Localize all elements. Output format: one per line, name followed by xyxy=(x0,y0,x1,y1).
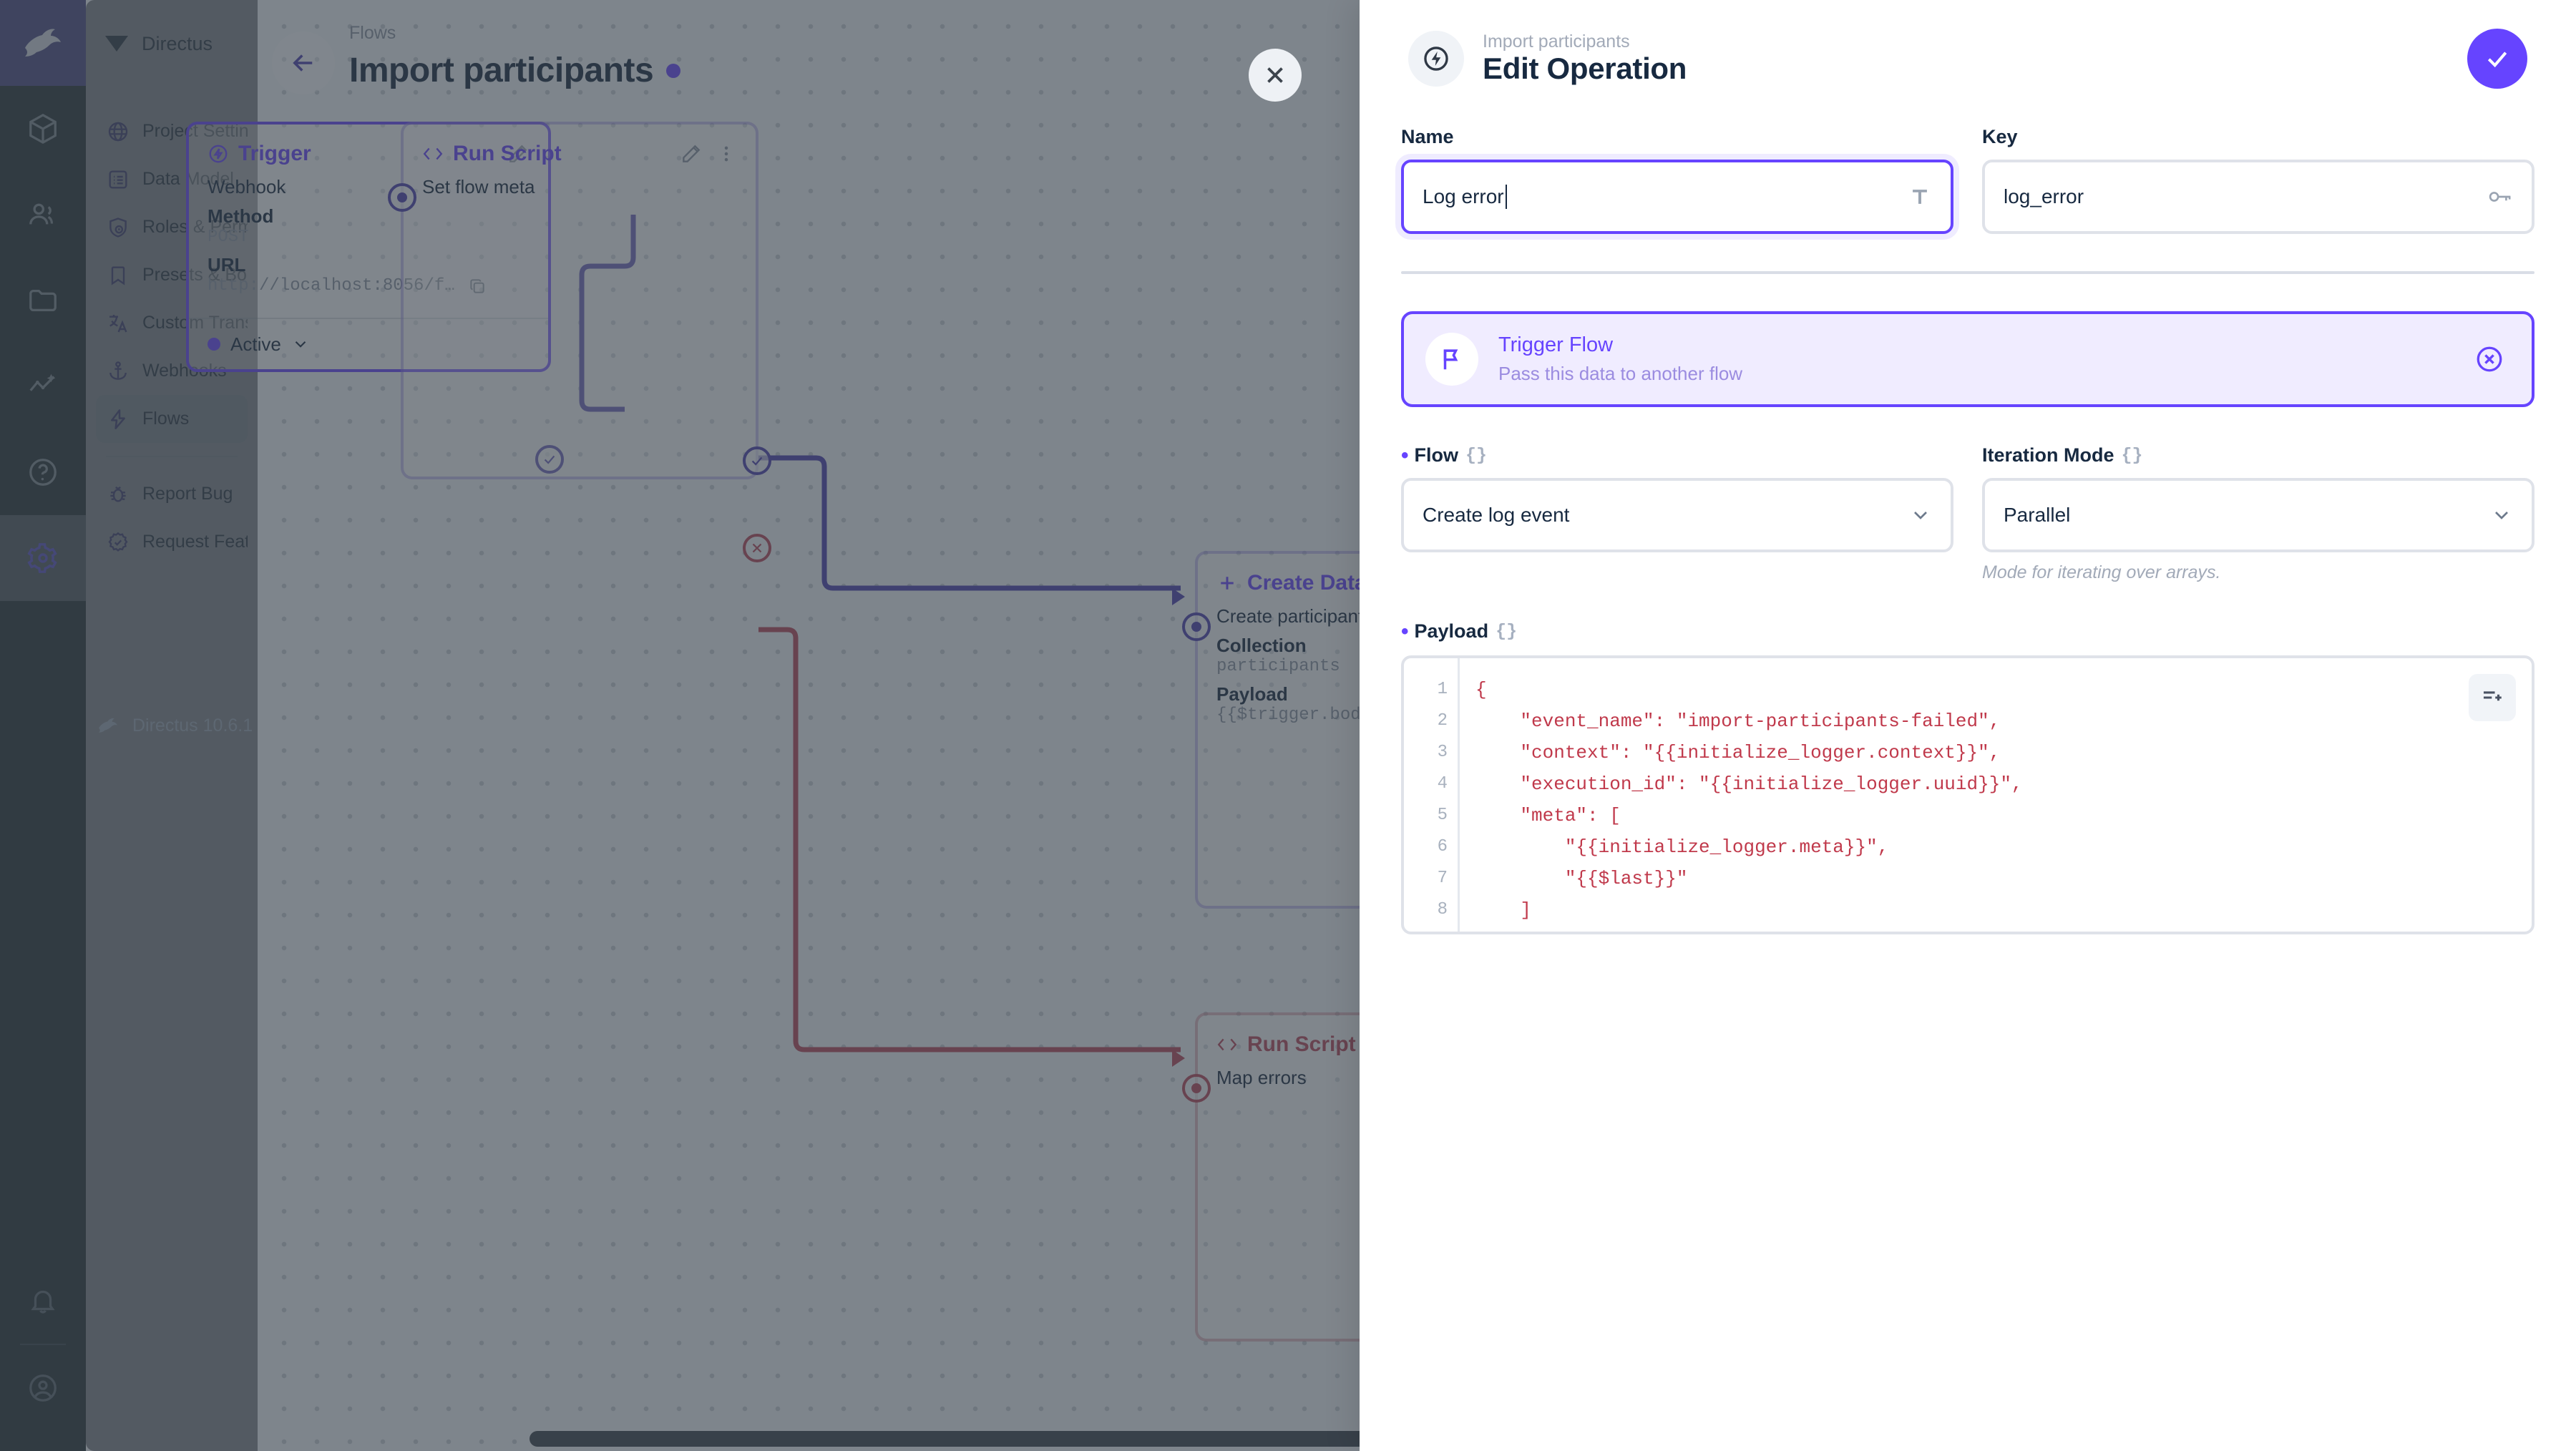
iteration-label: Iteration Mode {} xyxy=(1982,444,2143,466)
line-number: 7 xyxy=(1437,869,1448,888)
template-braces: {} xyxy=(2121,445,2143,466)
edit-operation-drawer: Import participants Edit Operation Name … xyxy=(1360,0,2576,1451)
editor-gutter: 1 2 3 4 5 6 7 8 9 xyxy=(1404,658,1460,932)
line-number: 2 xyxy=(1437,711,1448,731)
name-input-value: Log error xyxy=(1423,185,1898,209)
flag-icon-wrap xyxy=(1425,333,1478,386)
operation-panel-subtitle: Pass this data to another flow xyxy=(1498,363,1743,384)
section-divider xyxy=(1401,271,2534,274)
check-icon xyxy=(2487,52,2507,68)
save-button[interactable] xyxy=(2467,29,2527,89)
line-number: 4 xyxy=(1437,774,1448,793)
line-number: 3 xyxy=(1437,743,1448,762)
chevron-down-icon xyxy=(2495,512,2508,519)
key-field-group: Key log_error xyxy=(1982,126,2534,234)
name-field-group: Name Log error xyxy=(1401,126,1953,234)
iteration-select-value: Parallel xyxy=(2004,504,2071,526)
drawer-body: Name Log error Key log_error xyxy=(1360,126,2576,934)
payload-label: Payload {} xyxy=(1401,620,2534,643)
name-key-row: Name Log error Key log_error xyxy=(1401,126,2534,234)
line-number: 6 xyxy=(1437,837,1448,856)
operation-type-badge xyxy=(1408,31,1464,87)
name-label: Name xyxy=(1401,126,1454,147)
iteration-field-group: Iteration Mode {} Parallel Mode for iter… xyxy=(1982,444,2534,583)
close-circle-icon[interactable] xyxy=(2474,344,2504,374)
iteration-hint: Mode for iterating over arrays. xyxy=(1982,562,2221,582)
operation-panel-title: Trigger Flow xyxy=(1498,333,1614,356)
flow-label: Flow {} xyxy=(1401,444,1953,466)
close-button[interactable] xyxy=(1249,49,1302,102)
drawer-breadcrumb: Import participants xyxy=(1483,31,1630,52)
payload-code-text[interactable]: { "event_name": "import-participants-fai… xyxy=(1475,679,2023,932)
payload-field-group: Payload {} 1 2 3 4 5 6 7 8 9 { xyxy=(1401,620,2534,934)
flow-select-value: Create log event xyxy=(1423,504,1570,526)
key-label: Key xyxy=(1982,126,2018,147)
iteration-select[interactable]: Parallel xyxy=(1982,478,2534,552)
flow-select[interactable]: Create log event xyxy=(1401,478,1953,552)
playlist-add-icon xyxy=(2483,691,2502,701)
key-icon xyxy=(2487,186,2513,207)
flow-iteration-row: Flow {} Create log event Iteration Mode … xyxy=(1401,444,2534,583)
line-number: 8 xyxy=(1437,900,1448,919)
operation-type-panel[interactable]: Trigger Flow Pass this data to another f… xyxy=(1401,311,2534,407)
drawer-titles: Import participants Edit Operation xyxy=(1483,31,2449,87)
key-input[interactable]: log_error xyxy=(1982,160,2534,234)
chevron-down-icon xyxy=(1914,512,1927,519)
name-input[interactable]: Log error xyxy=(1401,160,1953,234)
line-number: 5 xyxy=(1437,806,1448,825)
template-braces: {} xyxy=(1496,621,1518,642)
operation-panel-text: Trigger Flow Pass this data to another f… xyxy=(1498,333,2454,385)
flag-icon xyxy=(1443,349,1458,370)
drawer-header: Import participants Edit Operation xyxy=(1360,0,2576,89)
payload-code-editor[interactable]: 1 2 3 4 5 6 7 8 9 { "event_name": "impor… xyxy=(1401,655,2534,934)
line-number: 1 xyxy=(1437,680,1448,699)
modal-overlay[interactable] xyxy=(0,0,1360,1451)
text-format-icon xyxy=(1908,185,1932,209)
line-number: 9 xyxy=(1404,926,1448,932)
template-braces: {} xyxy=(1465,445,1488,466)
close-icon xyxy=(1267,67,1283,83)
flow-field-group: Flow {} Create log event xyxy=(1401,444,1953,583)
drawer-title: Edit Operation xyxy=(1483,52,1687,86)
key-input-value: log_error xyxy=(2004,185,2084,207)
payload-add-field-button[interactable] xyxy=(2469,674,2516,721)
bolt-circle-icon xyxy=(1424,47,1448,71)
